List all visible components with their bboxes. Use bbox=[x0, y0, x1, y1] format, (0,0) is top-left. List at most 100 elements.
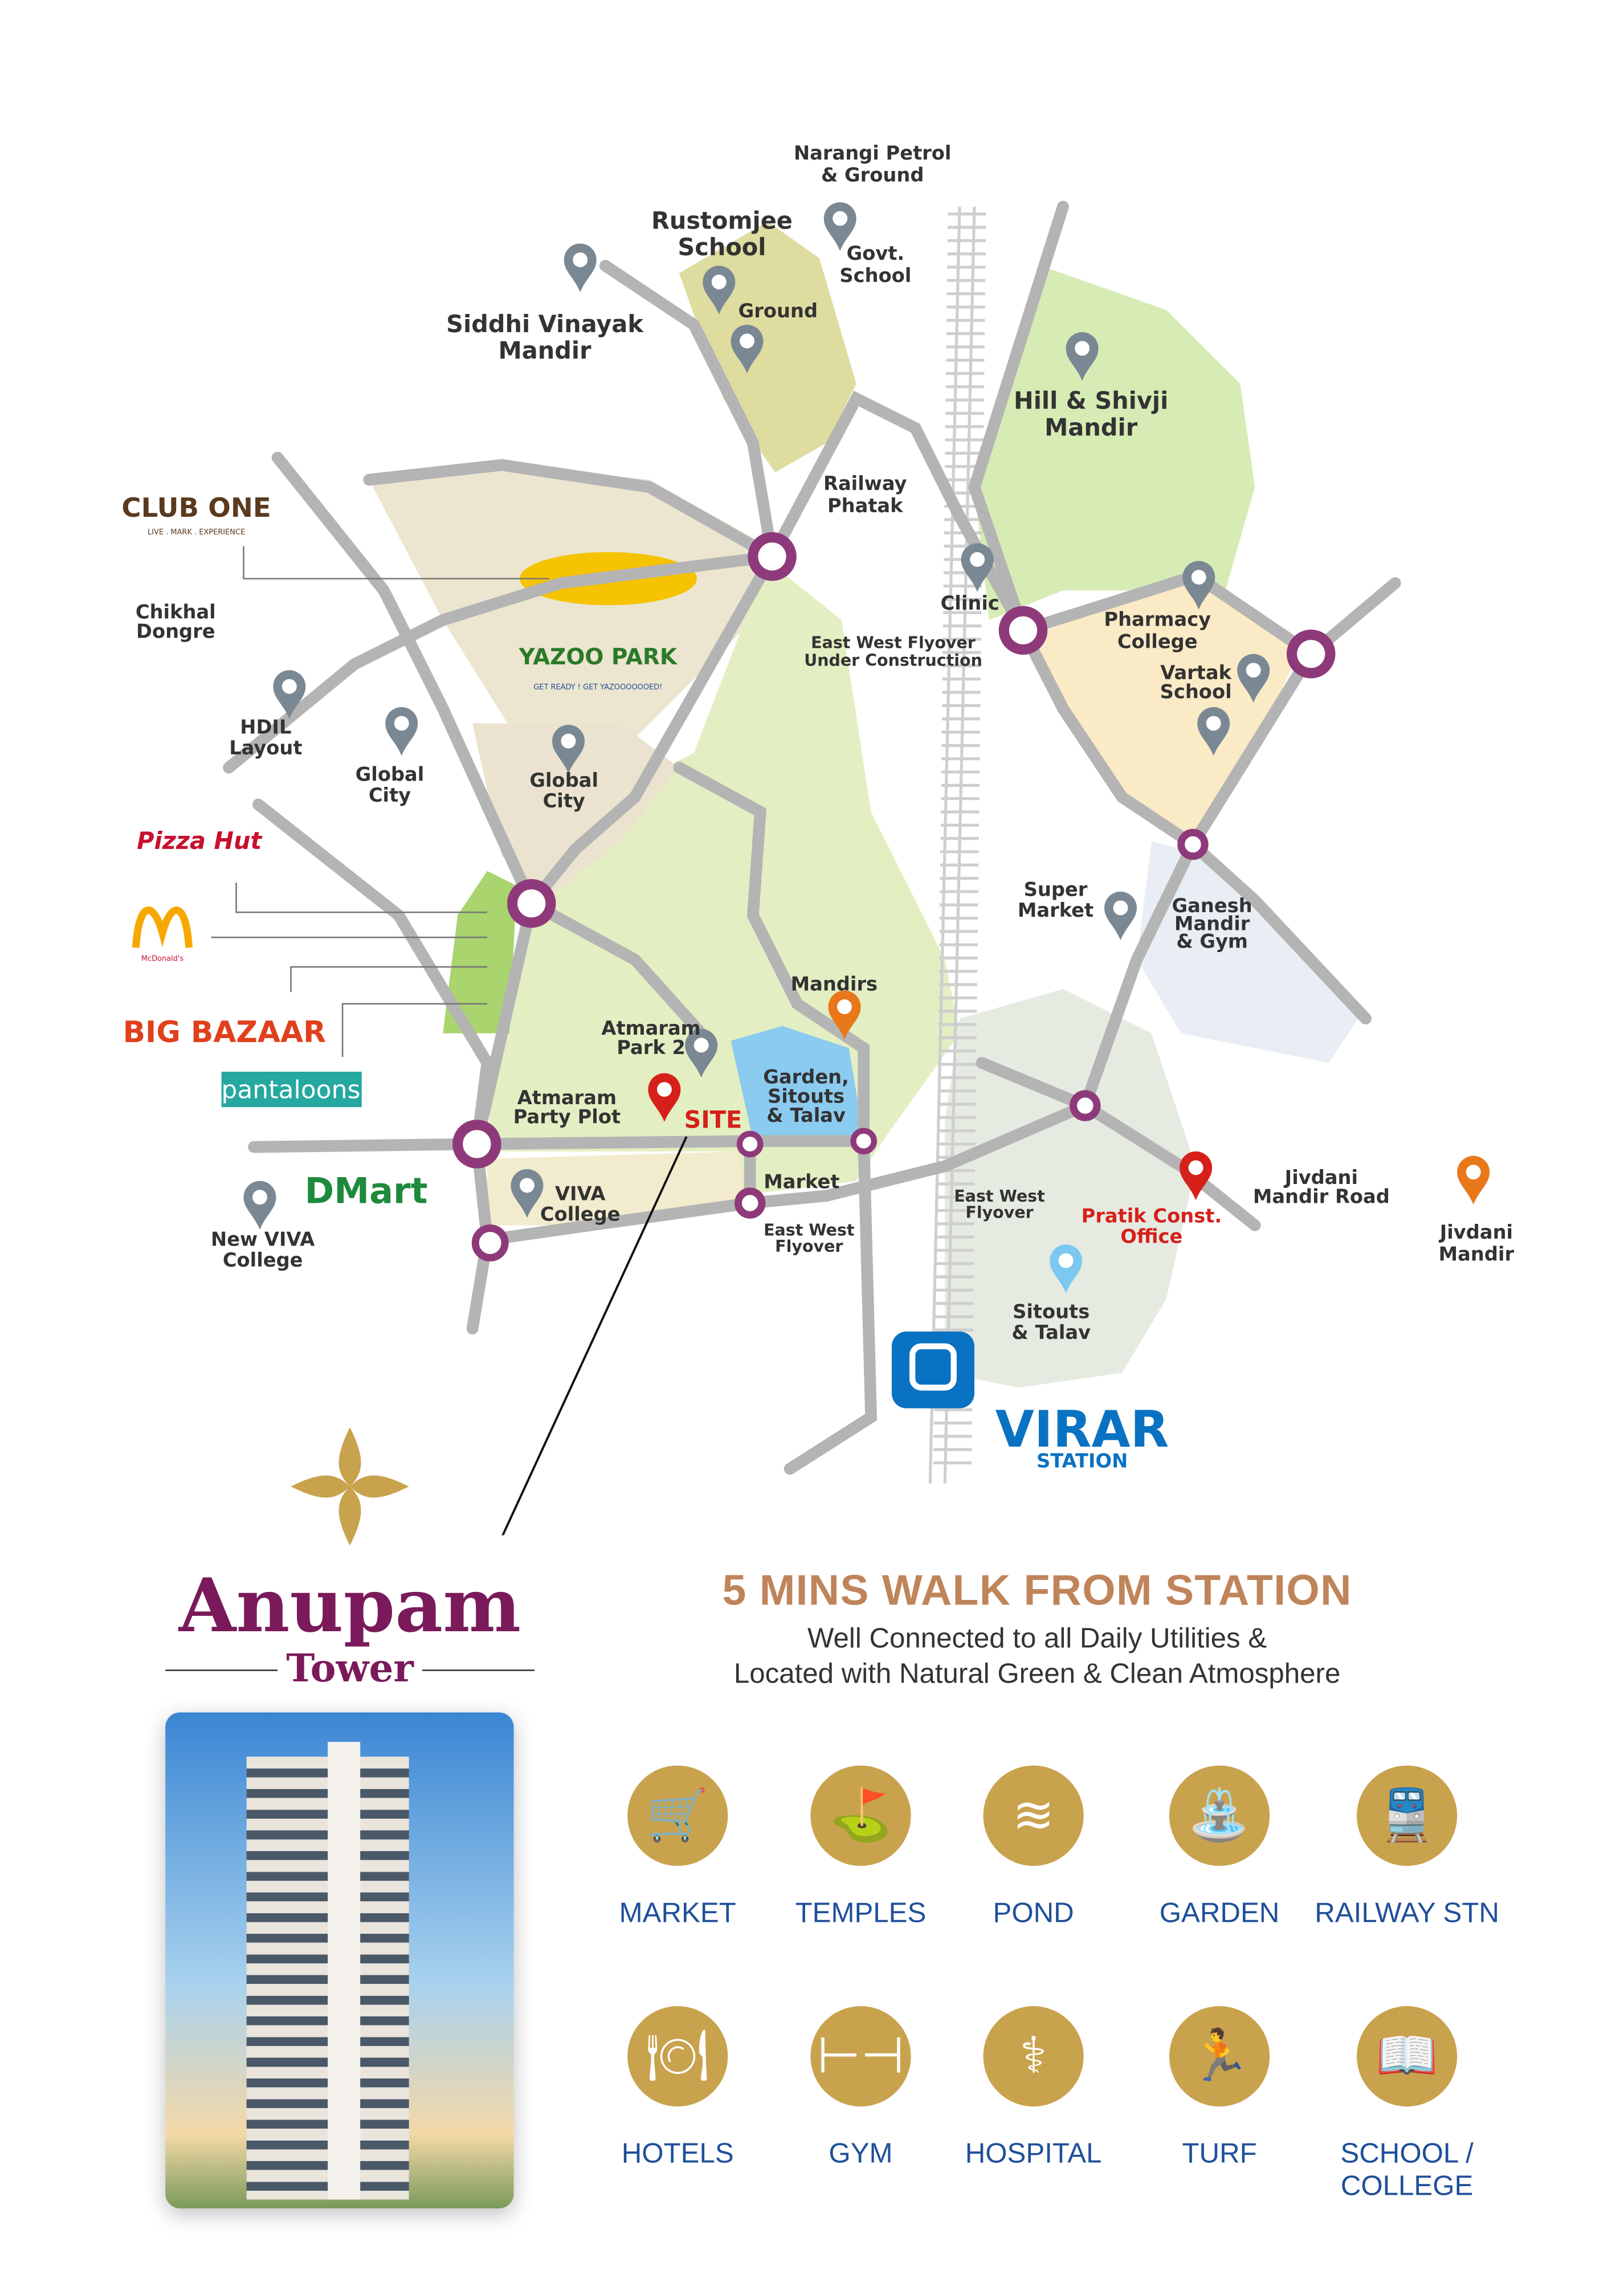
yazoo-tagline: GET READY ! GET YAZOOOOOOED! bbox=[533, 683, 662, 692]
amenity-label: POND bbox=[993, 1898, 1074, 1930]
amenity-turf: 🏃 TURF bbox=[1109, 2006, 1331, 2171]
shop-pointers bbox=[211, 883, 487, 1057]
map-label-narangi: Narangi Petrol bbox=[794, 142, 951, 164]
map-label-railway-phatak: Phatak bbox=[827, 495, 904, 517]
map-pin-icon[interactable] bbox=[385, 707, 418, 756]
map-pin-icon[interactable] bbox=[1104, 891, 1137, 941]
plate-icon: 🍽 bbox=[627, 2006, 728, 2107]
map-label-garden: Sitouts bbox=[768, 1085, 844, 1107]
map-pin-icon[interactable] bbox=[1182, 561, 1215, 610]
map-label-ew-flyover-2: East West bbox=[764, 1221, 854, 1240]
map-pin-icon[interactable] bbox=[243, 1181, 276, 1230]
map-label-rustomjee: School bbox=[678, 234, 766, 261]
amenity-hospital: ⚕ HOSPITAL bbox=[923, 2006, 1144, 2171]
map-label-hdil: HDIL bbox=[240, 716, 291, 738]
map-label-jivdani-road: Jivdani bbox=[1284, 1166, 1358, 1189]
station-icon[interactable] bbox=[891, 1331, 974, 1408]
logo-emblem-icon bbox=[291, 1427, 409, 1546]
railway-track bbox=[928, 206, 976, 1484]
caduceus-icon: ⚕ bbox=[983, 2006, 1084, 2107]
map-label-pharmacy: Pharmacy bbox=[1104, 609, 1211, 631]
map-label-rustomjee: Rustomjee bbox=[651, 207, 793, 235]
map-label-ground: Ground bbox=[738, 300, 818, 322]
map-label-pratik: Office bbox=[1120, 1226, 1182, 1248]
amenity-railway-stn: 🚆RAILWAY STN bbox=[1296, 1765, 1518, 1931]
map-pin-icon[interactable] bbox=[648, 1073, 681, 1122]
roads bbox=[223, 201, 1401, 1475]
map-label-site: SITE bbox=[684, 1106, 742, 1133]
slide-icon: ⛲ bbox=[1169, 1765, 1270, 1866]
map-pin-icon[interactable] bbox=[1237, 654, 1270, 703]
runner-icon: 🏃 bbox=[1169, 2006, 1270, 2107]
station-station-label: STATION bbox=[1037, 1449, 1128, 1472]
map-pin-icon[interactable] bbox=[1457, 1155, 1490, 1205]
amenity-label: GYM bbox=[829, 2139, 893, 2170]
amenity-school-college: 📖 SCHOOL / COLLEGE bbox=[1296, 2006, 1518, 2204]
map-label-global-city-2: Global bbox=[529, 769, 598, 791]
map-pin-icon[interactable] bbox=[511, 1169, 544, 1218]
map-pin-icon[interactable] bbox=[273, 670, 306, 719]
map-label-atmaram-party: Atmaram bbox=[517, 1087, 617, 1109]
map-label-global-city-2: City bbox=[543, 790, 585, 812]
map-label-govt-school: School bbox=[839, 264, 911, 287]
train-icon: 🚆 bbox=[1357, 1765, 1458, 1866]
map-label-jivdani-road: Mandir Road bbox=[1253, 1186, 1390, 1208]
building-photo bbox=[165, 1712, 514, 2208]
map-label-sitouts: Sitouts bbox=[1013, 1301, 1090, 1323]
dumbbell-icon: ⊢⊣ bbox=[810, 2006, 911, 2107]
club-one-pointer bbox=[243, 546, 549, 579]
map-label-hill: Mandir bbox=[1044, 414, 1138, 441]
map-label-govt-school: Govt. bbox=[847, 242, 905, 264]
amenity-label: HOSPITAL bbox=[965, 2139, 1102, 2170]
map-label-ganesh: & Gym bbox=[1176, 930, 1248, 952]
map-label-chikhal: Chikhal bbox=[136, 601, 216, 623]
mcdonalds-label: McDonald's bbox=[141, 955, 184, 963]
yazoo-park-logo: YAZOO PARK bbox=[519, 644, 678, 670]
map-pin-icon[interactable] bbox=[703, 266, 736, 315]
project-logo: Anupam Tower bbox=[165, 1427, 534, 1692]
club-one-tagline: LIVE . MARK . EXPERIENCE bbox=[148, 528, 245, 537]
project-name: Anupam bbox=[178, 1562, 521, 1649]
zone-station bbox=[945, 989, 1196, 1388]
book-icon: 📖 bbox=[1357, 2006, 1458, 2107]
map-pin-icon[interactable] bbox=[823, 202, 856, 251]
map-label-ew-flyover-1: East West bbox=[954, 1187, 1044, 1206]
map-pin-icon[interactable] bbox=[1050, 1244, 1083, 1293]
amenity-label: GARDEN bbox=[1159, 1898, 1280, 1930]
map-label-jivdani-mandir: Mandir bbox=[1439, 1243, 1515, 1265]
map-pin-icon[interactable] bbox=[685, 1028, 718, 1078]
map-label-atmaram-park: Park 2 bbox=[617, 1036, 685, 1059]
temple-icon: ⛳ bbox=[810, 1765, 911, 1866]
map-pin-icon[interactable] bbox=[552, 725, 585, 774]
amenity-label: TURF bbox=[1182, 2139, 1257, 2170]
dmart-logo: DMart bbox=[305, 1170, 428, 1212]
map-label-mandirs: Mandirs bbox=[791, 973, 878, 995]
pond bbox=[731, 1026, 864, 1140]
map-label-new-viva: New VIVA bbox=[211, 1228, 315, 1251]
map-pin-icon[interactable] bbox=[1180, 1151, 1213, 1200]
zone-hill bbox=[974, 266, 1255, 620]
map-label-vartak: School bbox=[1160, 680, 1232, 703]
map-label-viva: College bbox=[540, 1203, 621, 1226]
map-label-super-market: Super bbox=[1024, 879, 1088, 901]
cart-icon: 🛒 bbox=[627, 1765, 728, 1866]
map-pin-icon[interactable] bbox=[1197, 707, 1230, 756]
amenity-market: 🛒MARKET bbox=[567, 1765, 789, 1931]
amenity-label: SCHOOL / COLLEGE bbox=[1340, 2139, 1474, 2203]
map-pin-icon[interactable] bbox=[828, 990, 861, 1039]
map-label-hdil: Layout bbox=[229, 737, 302, 759]
map-pin-icon[interactable] bbox=[564, 243, 597, 292]
amenity-label: TEMPLES bbox=[795, 1898, 927, 1930]
map-pin-icon[interactable] bbox=[731, 324, 764, 374]
headline: 5 MINS WALK FROM STATION bbox=[722, 1567, 1352, 1615]
subline-2: Located with Natural Green & Clean Atmos… bbox=[733, 1659, 1341, 1690]
map-label-hill: Hill & Shivji bbox=[1014, 387, 1168, 415]
subline-1: Well Connected to all Daily Utilities & bbox=[807, 1623, 1267, 1655]
zone-beige-north bbox=[369, 465, 768, 753]
map-pin-icon[interactable] bbox=[1066, 332, 1099, 381]
map-pin-icon[interactable] bbox=[961, 543, 994, 592]
map-label-ganesh: Mandir bbox=[1174, 912, 1250, 934]
amenity-temples: ⛳ TEMPLES bbox=[750, 1765, 972, 1931]
map-label-siddhi: Mandir bbox=[499, 337, 592, 365]
